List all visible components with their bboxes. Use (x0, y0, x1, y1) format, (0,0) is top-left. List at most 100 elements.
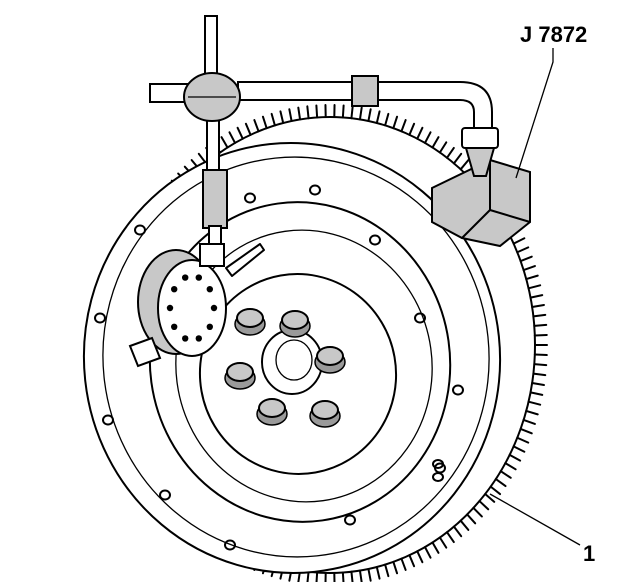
gear-tooth (505, 463, 515, 469)
dial-mark (207, 324, 213, 330)
gear-tooth (360, 571, 362, 582)
gear-tooth (526, 411, 537, 414)
gear-tooth (533, 315, 545, 317)
gear-tooth (222, 137, 228, 147)
part-callout-label: 1 (583, 541, 595, 566)
gear-tooth (454, 154, 461, 164)
gear-tooth (524, 266, 535, 270)
dial-mark (182, 335, 188, 341)
gear-tooth (467, 514, 475, 523)
gear-tooth (517, 438, 528, 443)
gear-tooth (377, 111, 380, 123)
part-leader-line (490, 494, 580, 545)
gear-tooth (393, 562, 397, 573)
gear-tooth (351, 572, 352, 582)
bolt-head-top (317, 347, 343, 365)
gear-tooth (272, 114, 275, 126)
gear-tooth (447, 148, 454, 158)
vertical-rod (207, 118, 219, 174)
gear-tooth (316, 573, 317, 582)
gear-tooth (514, 238, 525, 243)
gear-tooth (479, 501, 488, 509)
bolt (235, 309, 265, 335)
bolt-head-top (237, 309, 263, 327)
gear-tooth (529, 285, 541, 288)
bolt-head-top (312, 401, 338, 419)
gear-tooth (368, 569, 370, 581)
gear-tooth (401, 120, 405, 131)
gear-tooth (517, 247, 528, 252)
tool-leader-line (516, 48, 553, 178)
gear-tooth (440, 142, 446, 152)
gear-tooth (298, 108, 300, 120)
gear-tooth (461, 160, 469, 169)
bolt (280, 311, 310, 337)
gear-tooth (254, 120, 258, 131)
dial-mark (182, 274, 188, 280)
gear-tooth (447, 532, 454, 542)
gear-tooth (534, 364, 546, 365)
gear-tooth (496, 479, 506, 486)
gear-tooth (534, 325, 546, 326)
gear-tooth (360, 108, 362, 120)
gear-tooth (385, 565, 388, 577)
bolt (225, 363, 255, 389)
gear-tooth (417, 551, 422, 562)
bolt (257, 399, 287, 425)
gear-tooth (526, 276, 537, 279)
gear-tooth (524, 420, 535, 424)
arm-coupler (352, 76, 378, 106)
dial-mark (211, 305, 217, 311)
gear-tooth (521, 257, 532, 261)
gear-tooth (535, 335, 547, 336)
gear-tooth (417, 128, 422, 139)
dial-mark (196, 335, 202, 341)
gear-tooth (473, 508, 481, 517)
bolt (310, 401, 340, 427)
gear-tooth (433, 542, 439, 552)
gear-tooth (238, 128, 243, 139)
gear-tooth (409, 555, 414, 566)
gear-tooth (454, 527, 461, 537)
gear-tooth (343, 573, 344, 582)
gear-tooth (510, 455, 521, 461)
gear-tooth (351, 106, 352, 118)
dial-mark (196, 274, 202, 280)
gear-tooth (532, 383, 544, 385)
gear-tooth (491, 487, 500, 494)
bolt-head-top (259, 399, 285, 417)
gear-tooth (535, 355, 547, 356)
gear-tooth (229, 132, 235, 143)
gear-tooth (440, 538, 446, 548)
gear-tooth (409, 124, 414, 135)
bolt-head-top (227, 363, 253, 381)
dial-mark (171, 324, 177, 330)
gear-tooth (289, 109, 291, 121)
gear-tooth (461, 521, 469, 530)
gear-tooth (316, 105, 317, 117)
gear-tooth (246, 124, 251, 135)
gear-tooth (368, 109, 370, 121)
post-fitting (462, 128, 498, 148)
gear-tooth (529, 402, 541, 405)
dial-mark (167, 305, 173, 311)
gear-tooth (531, 392, 543, 394)
rod-sleeve (203, 170, 227, 228)
gear-tooth (425, 547, 431, 558)
gear-tooth (533, 374, 545, 376)
gear-tooth (501, 471, 511, 478)
dial-mark (207, 286, 213, 292)
gear-tooth (385, 114, 388, 126)
gear-tooth (425, 132, 431, 143)
gear-tooth (393, 117, 397, 128)
gear-tooth (401, 559, 405, 570)
dial-stem-housing (200, 244, 224, 266)
gear-tooth (343, 105, 344, 117)
tool-callout-label: J 7872 (520, 22, 587, 47)
dial-mark (171, 286, 177, 292)
bolt (315, 347, 345, 373)
bolt-head-top (282, 311, 308, 329)
gear-tooth (280, 111, 283, 123)
